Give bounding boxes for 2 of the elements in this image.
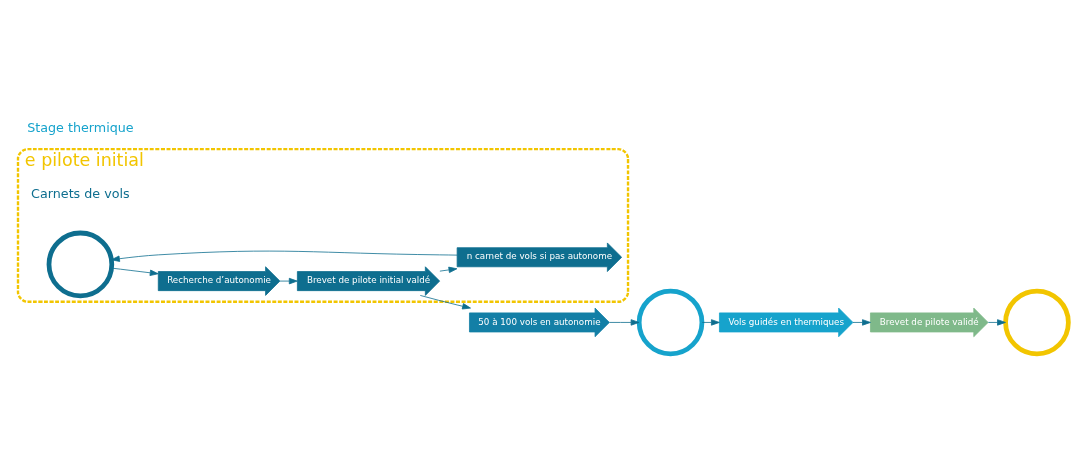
label: Stage thermique bbox=[27, 119, 134, 135]
label: Carnets de vols bbox=[31, 185, 130, 201]
